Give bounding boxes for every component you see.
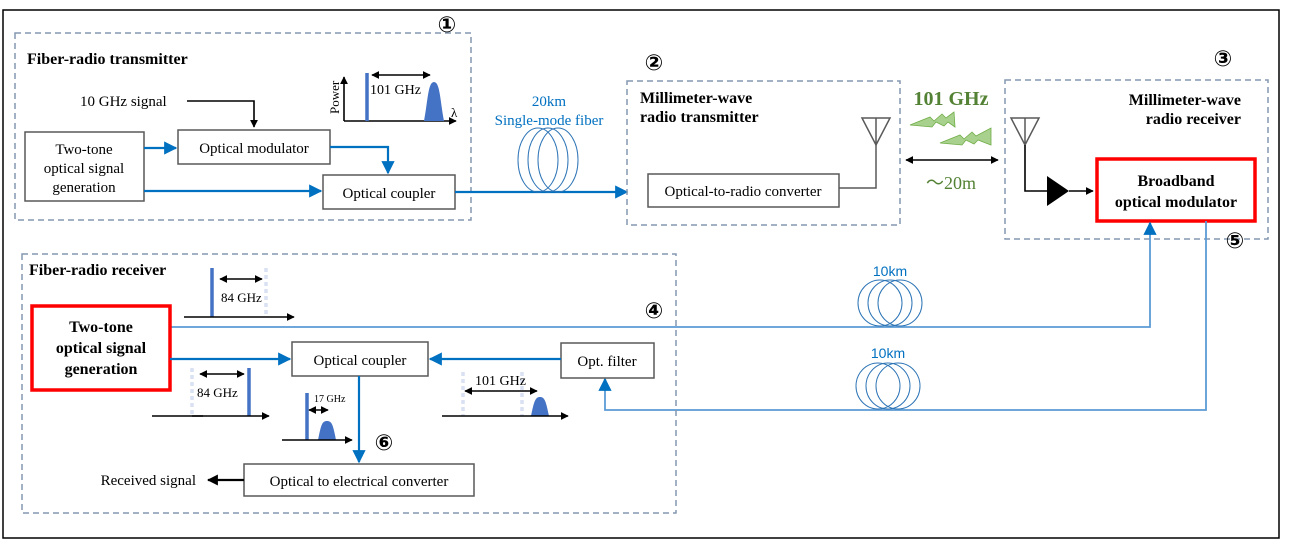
path-two-tone-to-broadband-modulator	[170, 224, 1151, 328]
mmw-transmitter-section: ② Millimeter-wave radio transmitter Opti…	[626, 50, 901, 226]
outer-frame	[2, 9, 1280, 539]
rx-two-tone-line3: generation	[65, 361, 138, 378]
path-broadband-modulator-to-filter	[604, 221, 1207, 411]
mmw-transmitter-border	[626, 80, 901, 226]
broadband-modulator-line2: optical modulator	[1115, 194, 1237, 211]
broadband-optical-modulator-block[interactable]	[1095, 157, 1257, 223]
fiber-links-10km: 10km 10km	[170, 221, 1207, 411]
marker-1: ①	[438, 12, 457, 37]
optical-to-radio-converter-label: Optical-to-radio converter	[664, 184, 821, 200]
transmitter-border	[14, 32, 472, 221]
fiber-coil-icon	[517, 127, 579, 193]
mmw-receiver-section: ③ Millimeter-wave radio receiver Broadba…	[1004, 46, 1269, 253]
spectrum-x-label: λ	[451, 105, 458, 120]
converter-to-antenna-line	[839, 145, 877, 189]
upper-spacing-label: 84 GHz	[221, 290, 262, 305]
tx-two-tone-block[interactable]	[24, 131, 145, 202]
spectrum-combined-17ghz: 17 GHz	[282, 393, 353, 444]
amplifier-icon	[1047, 176, 1069, 206]
spectrum-filtered-101ghz: 101 GHz	[442, 372, 569, 420]
tx-two-tone-line1: Two-tone	[55, 142, 113, 158]
fiber-radio-transmitter-section: ① Fiber-radio transmitter 10 GHz signal …	[14, 12, 472, 221]
fiber-20km-type: Single-mode fiber	[495, 113, 604, 129]
spectrum-upper-84ghz: 84 GHz	[184, 268, 295, 321]
mmw-tx-title-line2: radio transmitter	[640, 109, 759, 126]
wireless-frequency: 101 GHz	[914, 88, 989, 110]
oe-converter-label: Optical to electrical converter	[270, 474, 449, 490]
mmw-rx-title-line2: radio receiver	[1146, 111, 1241, 128]
marker-3: ③	[1214, 46, 1233, 71]
marker-4: ④	[645, 298, 664, 323]
radio-wave-icon	[909, 111, 956, 128]
path-modulator-to-coupler	[330, 145, 395, 175]
fiber-10km-upper-length: 10km	[873, 263, 907, 279]
combined-sideband	[318, 421, 336, 440]
combined-spacing-label: 17 GHz	[314, 394, 346, 405]
optical-modulator-label: Optical modulator	[199, 141, 309, 157]
rx-optical-coupler-label: Optical coupler	[314, 353, 407, 369]
fiber-radio-receiver-section: ④ Fiber-radio receiver Two-tone optical …	[21, 253, 677, 514]
marker-6: ⑥	[375, 430, 394, 455]
rx-antenna-icon	[1009, 117, 1041, 147]
fiber-coil-upper-icon	[857, 279, 923, 327]
spectrum-spacing-label: 101 GHz	[370, 83, 421, 98]
optical-to-radio-converter-block[interactable]	[647, 173, 840, 208]
rx-two-tone-block[interactable]	[30, 304, 172, 392]
wireless-link: 101 GHz ～20m	[905, 88, 999, 193]
opt-filter-block[interactable]	[560, 342, 655, 379]
tx-antenna-icon	[860, 117, 892, 147]
input-signal-label: 10 GHz signal	[80, 94, 167, 110]
radio-wave-icon-2	[939, 127, 992, 146]
broadband-modulator-line1: Broadband	[1137, 173, 1214, 190]
marker-2: ②	[645, 50, 664, 75]
receiver-title: Fiber-radio receiver	[29, 262, 166, 279]
rx-two-tone-line2: optical signal	[56, 340, 147, 357]
tx-spectrum-inset: Power λ 101 GHz	[327, 71, 458, 125]
transmitter-title: Fiber-radio transmitter	[27, 51, 188, 68]
rx-optical-coupler-block[interactable]	[291, 341, 429, 377]
antenna-to-amp-line	[1024, 145, 1047, 192]
tx-two-tone-line3: generation	[52, 180, 116, 196]
tx-optical-coupler-label: Optical coupler	[343, 186, 436, 202]
rx-two-tone-line1: Two-tone	[69, 319, 133, 336]
optical-modulator-block[interactable]	[177, 129, 331, 165]
receiver-border	[21, 253, 677, 514]
received-signal-label: Received signal	[101, 473, 196, 489]
filtered-spacing-label: 101 GHz	[475, 374, 526, 389]
fiber-link-20km: 20km Single-mode fiber	[455, 94, 629, 199]
fiber-20km-length: 20km	[532, 94, 567, 110]
fiber-10km-lower-length: 10km	[871, 345, 905, 361]
opt-filter-label: Opt. filter	[577, 354, 636, 370]
spectrum-sideband	[424, 82, 444, 121]
tx-two-tone-line2: optical signal	[44, 161, 124, 177]
input-signal-arrow	[187, 100, 258, 128]
mmw-receiver-border	[1004, 79, 1269, 240]
mmw-rx-title-line1: Millimeter-wave	[1129, 92, 1241, 109]
marker-5: ⑤	[1226, 228, 1245, 253]
fiber-coil-lower-icon	[855, 362, 921, 410]
lower-spacing-label: 84 GHz	[197, 385, 238, 400]
tx-optical-coupler-block[interactable]	[322, 174, 456, 210]
filtered-sideband	[531, 397, 549, 416]
spectrum-y-label: Power	[327, 80, 342, 114]
wireless-distance: ～20m	[926, 173, 976, 193]
mmw-tx-title-line1: Millimeter-wave	[640, 90, 752, 107]
spectrum-lower-84ghz: 84 GHz	[152, 368, 270, 420]
